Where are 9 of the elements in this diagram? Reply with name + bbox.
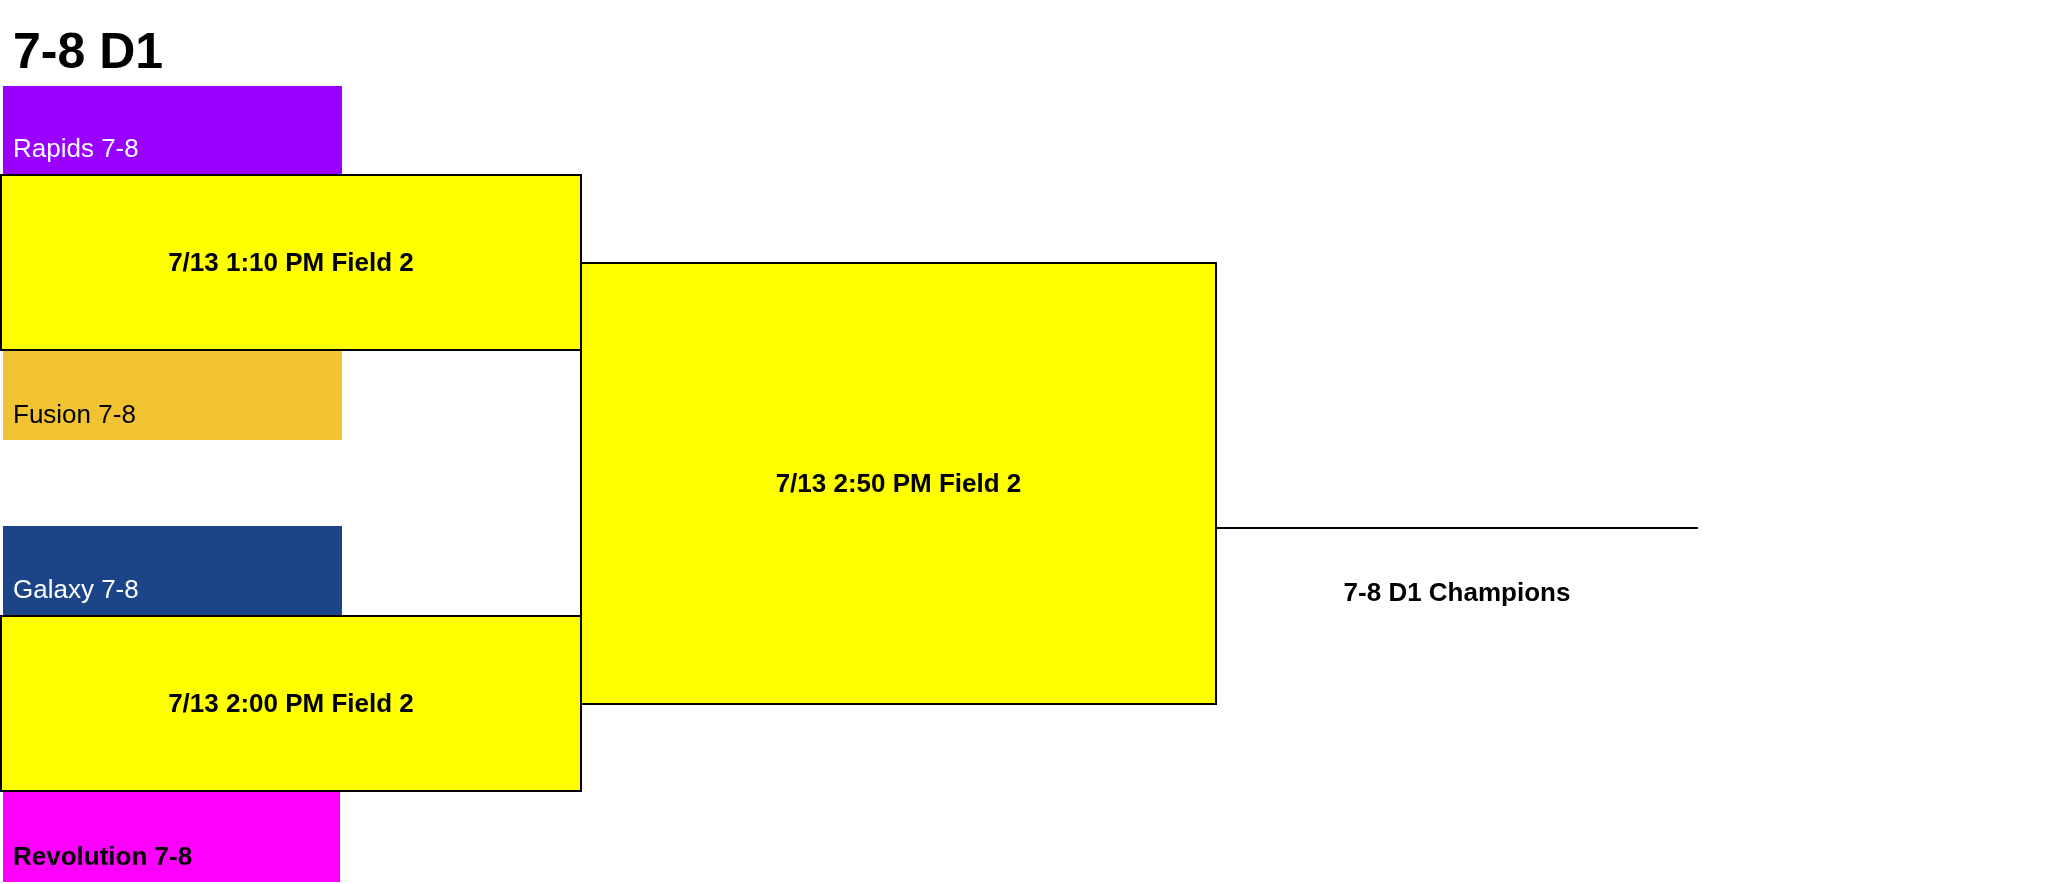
team-slot: Galaxy 7-8 [3,526,342,615]
bracket-title: 7-8 D1 [13,22,164,80]
match-box: 7/13 1:10 PM Field 2 [0,174,582,351]
champion-label: 7-8 D1 Champions [1343,577,1571,609]
team-slot: Revolution 7-8 [3,792,340,882]
match-box: 7/13 2:50 PM Field 2 [580,262,1217,705]
team-slot: Rapids 7-8 [3,86,342,174]
match-box: 7/13 2:00 PM Field 2 [0,615,582,792]
team-slot: Fusion 7-8 [3,351,342,440]
